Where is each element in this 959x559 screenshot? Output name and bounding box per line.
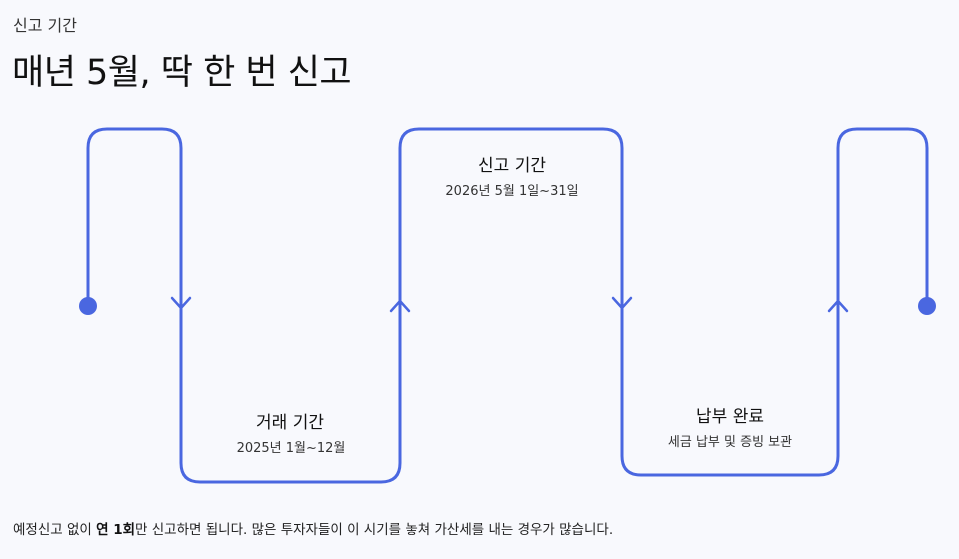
stage-subtitle-filing: 2026년 5월 1일~31일 [445, 184, 578, 199]
footnote: 예정신고 없이 연 1회만 신고하면 됩니다. 많은 투자자들이 이 시기를 놓… [13, 518, 613, 538]
footnote-text-start: 예정신고 없이 [13, 522, 97, 538]
section-eyebrow: 신고 기간 [13, 16, 77, 35]
chevron-up-icon [389, 299, 411, 313]
chevron-down-icon [170, 296, 192, 310]
end-dot [918, 297, 936, 315]
stage-title-filing: 신고 기간 [478, 156, 546, 176]
start-dot [79, 297, 97, 315]
footnote-text-end: 만 신고하면 됩니다. 많은 투자자들이 이 시기를 놓쳐 가산세를 내는 경우… [135, 522, 614, 538]
stage-subtitle-trading: 2025년 1월~12월 [237, 441, 346, 456]
chevron-down-icon [611, 296, 633, 310]
timeline-diagram: 거래 기간 2025년 1월~12월 신고 기간 2026년 5월 1일~31일… [79, 127, 936, 484]
chevron-up-icon [827, 299, 849, 313]
stage-title-payment: 납부 완료 [696, 407, 764, 427]
stage-title-trading: 거래 기간 [256, 413, 324, 433]
footnote-emphasis: 연 1회 [96, 522, 136, 538]
page-title: 매년 5월, 딱 한 번 신고 [12, 53, 352, 93]
timeline-path [86, 127, 929, 484]
stage-subtitle-payment: 세금 납부 및 증빙 보관 [668, 435, 792, 450]
